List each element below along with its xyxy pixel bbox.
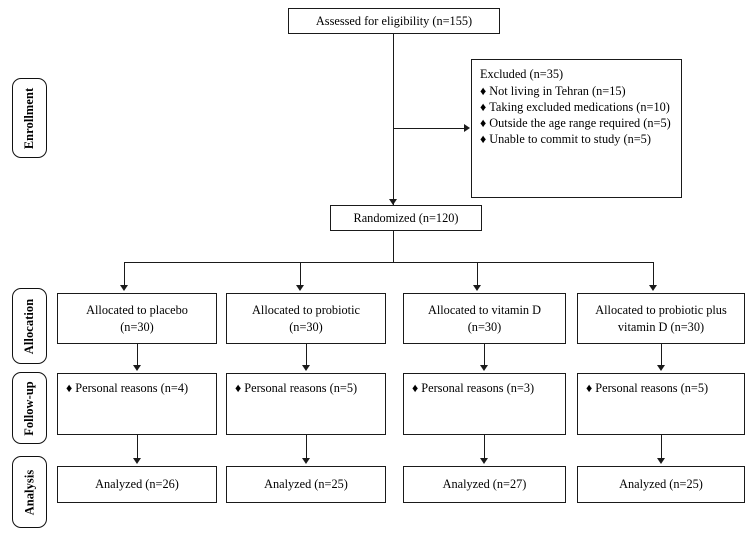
excluded-reason-item: ♦Not living in Tehran (n=15) (480, 83, 673, 99)
excluded-reason-text: Not living in Tehran (n=15) (489, 83, 626, 98)
allocation-text-arm-3: Allocated to vitamin D (n=30) (428, 302, 541, 334)
allocation-box-arm-4: Allocated to probiotic plus vitamin D (n… (577, 293, 745, 344)
connector-fu-to-analysis-arm-4 (661, 435, 663, 459)
allocation-text-arm-1: Allocated to placebo (n=30) (86, 302, 188, 334)
connector-to-excluded (393, 128, 465, 130)
diamond-bullet-icon: ♦ (480, 83, 487, 98)
arrow-into-excluded (464, 124, 470, 132)
allocation-line1-arm-4: Allocated to probiotic plus (595, 303, 727, 318)
randomized-box: Randomized (n=120) (330, 205, 482, 231)
arrow-into-analysis-4 (657, 458, 665, 464)
allocation-line2-arm-4: vitamin D (n=30) (617, 319, 705, 334)
allocation-text-arm-4: Allocated to probiotic plus vitamin D (n… (595, 302, 726, 334)
allocation-line2-arm-1: (n=30) (120, 319, 154, 334)
stage-label-followup-text: Follow-up (22, 380, 37, 436)
connector-drop-arm-4 (653, 262, 655, 288)
stage-label-followup: Follow-up (12, 372, 47, 444)
connector-alloc-to-fu-arm-3 (484, 344, 486, 367)
excluded-box: Excluded (n=35) ♦Not living in Tehran (n… (471, 59, 682, 198)
connector-alloc-to-fu-arm-4 (661, 344, 663, 367)
connector-drop-arm-1 (124, 262, 126, 288)
connector-distribution-bar (124, 262, 654, 264)
followup-text-arm-3: Personal reasons (n=3) (421, 381, 535, 395)
analysis-text-arm-1: Analyzed (n=26) (95, 477, 179, 492)
analysis-box-arm-2: Analyzed (n=25) (226, 466, 386, 503)
diamond-bullet-icon: ♦ (480, 99, 487, 114)
arrow-into-followup-1 (133, 365, 141, 371)
connector-assessed-to-randomized (393, 34, 395, 205)
excluded-reason-text: Outside the age range required (n=5) (489, 116, 671, 131)
diamond-bullet-icon: ♦ (480, 132, 487, 147)
analysis-text-arm-3: Analyzed (n=27) (442, 477, 527, 492)
followup-box-arm-4: ♦Personal reasons (n=5) (577, 373, 745, 435)
connector-fu-to-analysis-arm-3 (484, 435, 486, 459)
diamond-bullet-icon: ♦ (66, 381, 73, 395)
diamond-bullet-icon: ♦ (412, 381, 419, 395)
connector-alloc-to-fu-arm-2 (306, 344, 308, 367)
stage-label-analysis-text: Analysis (22, 469, 36, 515)
followup-box-arm-1: ♦Personal reasons (n=4) (57, 373, 217, 435)
connector-randomized-down (393, 231, 395, 262)
arrow-into-allocation-3 (473, 285, 481, 291)
allocation-line1-arm-2: Allocated to probiotic (252, 303, 360, 318)
stage-label-enrollment-text: Enrollment (22, 87, 37, 149)
arrow-into-analysis-1 (133, 458, 141, 464)
excluded-reason-item: ♦Unable to commit to study (n=5) (480, 131, 673, 147)
allocation-box-arm-1: Allocated to placebo (n=30) (57, 293, 217, 344)
allocation-box-arm-2: Allocated to probiotic (n=30) (226, 293, 386, 344)
arrow-into-analysis-2 (302, 458, 310, 464)
assessed-for-eligibility-text: Assessed for eligibility (n=155) (315, 13, 473, 28)
allocation-line1-arm-1: Allocated to placebo (86, 303, 188, 318)
arrow-into-analysis-3 (480, 458, 488, 464)
followup-text-arm-2: Personal reasons (n=5) (244, 381, 358, 395)
followup-text-arm-1: Personal reasons (n=4) (75, 381, 189, 395)
followup-box-arm-2: ♦Personal reasons (n=5) (226, 373, 386, 435)
connector-drop-arm-2 (300, 262, 302, 288)
followup-item-arm-3: ♦Personal reasons (n=3) (412, 380, 557, 396)
allocation-box-arm-3: Allocated to vitamin D (n=30) (403, 293, 566, 344)
stage-label-allocation-text: Allocation (22, 298, 37, 354)
stage-label-allocation: Allocation (12, 288, 47, 364)
analysis-box-arm-1: Analyzed (n=26) (57, 466, 217, 503)
arrow-into-allocation-1 (120, 285, 128, 291)
arrow-into-allocation-2 (296, 285, 304, 291)
diamond-bullet-icon: ♦ (586, 381, 593, 395)
followup-item-arm-1: ♦Personal reasons (n=4) (66, 380, 208, 396)
connector-fu-to-analysis-arm-2 (306, 435, 308, 459)
arrow-into-followup-4 (657, 365, 665, 371)
connector-fu-to-analysis-arm-1 (137, 435, 139, 459)
analysis-box-arm-4: Analyzed (n=25) (577, 466, 745, 503)
analysis-box-arm-3: Analyzed (n=27) (403, 466, 566, 503)
excluded-reason-text: Unable to commit to study (n=5) (489, 132, 651, 147)
allocation-text-arm-2: Allocated to probiotic (n=30) (252, 302, 360, 334)
followup-box-arm-3: ♦Personal reasons (n=3) (403, 373, 566, 435)
excluded-reason-item: ♦Taking excluded medications (n=10) (480, 99, 673, 115)
analysis-text-arm-2: Analyzed (n=25) (264, 477, 348, 492)
followup-item-arm-2: ♦Personal reasons (n=5) (235, 380, 377, 396)
allocation-line2-arm-3: (n=30) (467, 319, 502, 334)
arrow-into-followup-3 (480, 365, 488, 371)
allocation-line2-arm-2: (n=30) (289, 319, 323, 334)
arrow-into-randomized (389, 199, 397, 205)
stage-label-analysis: Analysis (12, 456, 47, 528)
arrow-into-followup-2 (302, 365, 310, 371)
followup-item-arm-4: ♦Personal reasons (n=5) (586, 380, 736, 396)
excluded-reason-text: Taking excluded medications (n=10) (489, 99, 670, 114)
allocation-line1-arm-3: Allocated to vitamin D (427, 303, 542, 318)
analysis-text-arm-4: Analyzed (n=25) (619, 477, 703, 492)
followup-text-arm-4: Personal reasons (n=5) (595, 381, 709, 395)
assessed-for-eligibility-box: Assessed for eligibility (n=155) (288, 8, 500, 34)
diamond-bullet-icon: ♦ (480, 116, 487, 131)
excluded-title: Excluded (n=35) (480, 67, 564, 81)
arrow-into-allocation-4 (649, 285, 657, 291)
connector-alloc-to-fu-arm-1 (137, 344, 139, 367)
stage-label-enrollment: Enrollment (12, 78, 47, 158)
randomized-text: Randomized (n=120) (353, 210, 459, 225)
diamond-bullet-icon: ♦ (235, 381, 242, 395)
connector-drop-arm-3 (477, 262, 479, 288)
excluded-reason-item: ♦Outside the age range required (n=5) (480, 115, 673, 131)
